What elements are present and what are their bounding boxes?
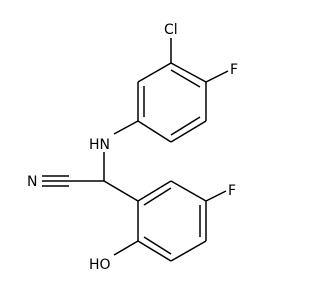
bond-ring1-a bbox=[170, 62, 207, 83]
bond-ring1-inner-1 bbox=[170, 69, 201, 88]
amine-label: HN bbox=[89, 137, 110, 153]
chlorine-label: Cl bbox=[164, 22, 178, 38]
bond-ring2-b bbox=[170, 180, 207, 202]
bond-c-f-bottom bbox=[205, 190, 227, 202]
lower-aryl-ring bbox=[137, 180, 207, 262]
bond-ring2-inner-3 bbox=[143, 236, 172, 255]
bond-ring2-inner-1 bbox=[143, 187, 172, 206]
fluorine-label-top: F bbox=[230, 62, 238, 78]
hydroxyl-label: HO bbox=[89, 257, 111, 273]
bond-ring1-c bbox=[170, 120, 207, 143]
bond-c-f-top bbox=[205, 70, 229, 83]
fluorine-label-bottom: F bbox=[228, 183, 236, 199]
bond-ring1-inner-2 bbox=[170, 116, 201, 136]
bond-ring2-d bbox=[170, 240, 207, 262]
bond-ring1-f bbox=[137, 62, 172, 83]
chemical-structure: Cl F HN N F HO bbox=[27, 22, 238, 273]
bond-ring2-a bbox=[137, 180, 172, 202]
upper-aryl-ring bbox=[137, 62, 207, 143]
bond-ch-ring2 bbox=[103, 180, 139, 202]
bond-ring1-nh bbox=[113, 120, 139, 135]
bond-ring2-e bbox=[137, 240, 172, 262]
structure-canvas: Cl F HN N F HO bbox=[27, 22, 238, 273]
bond-c-oh bbox=[113, 240, 139, 256]
bond-ring1-d bbox=[137, 120, 172, 143]
nitrile-nitrogen-label: N bbox=[27, 174, 37, 190]
